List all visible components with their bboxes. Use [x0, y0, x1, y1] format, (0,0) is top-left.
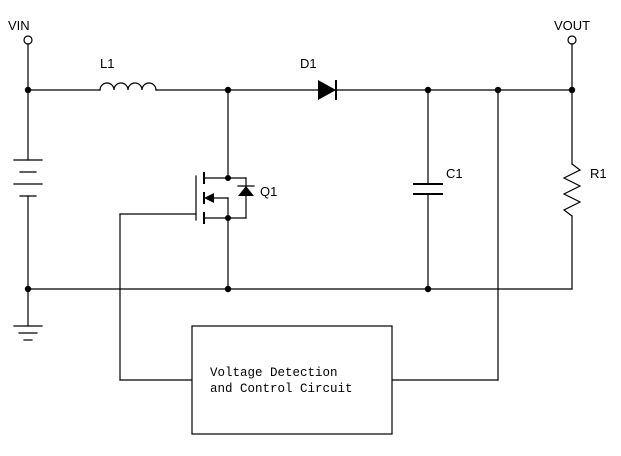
junction-dot	[224, 86, 232, 94]
junction-dot	[568, 86, 576, 94]
junction-dot	[24, 86, 32, 94]
d1-label: D1	[300, 56, 317, 71]
resistor-r1: R1	[562, 89, 607, 290]
junction-dot	[424, 285, 432, 293]
vout-terminal-circle	[567, 35, 577, 45]
inductor-l1: L1	[99, 56, 157, 91]
junction-nodes	[24, 86, 576, 293]
junction-dot	[225, 175, 231, 181]
ground-symbol	[13, 288, 43, 341]
mosfet-q1: Q1	[119, 89, 277, 381]
junction-dot	[225, 215, 231, 221]
vin-terminal: VIN	[8, 18, 33, 91]
junction-dot	[224, 285, 232, 293]
control-circuit-block: Voltage Detection and Control Circuit	[119, 325, 393, 435]
vout-terminal: VOUT	[554, 18, 590, 91]
junction-dot	[424, 86, 432, 94]
r1-label: R1	[590, 166, 607, 181]
vin-label: VIN	[8, 18, 30, 33]
feedback-line	[391, 89, 499, 381]
q1-label: Q1	[260, 184, 277, 199]
vout-label: VOUT	[554, 18, 590, 33]
diode-d1: D1	[300, 56, 337, 100]
c1-label: C1	[446, 166, 463, 181]
control-label-line2: and Control Circuit	[210, 382, 353, 396]
junction-dot	[24, 285, 32, 293]
control-label-line1: Voltage Detection	[210, 366, 338, 380]
l1-label: L1	[100, 56, 114, 71]
junction-dot	[494, 86, 502, 94]
battery-symbol	[13, 89, 43, 290]
capacitor-c1: C1	[413, 89, 463, 290]
vin-terminal-circle	[23, 35, 33, 45]
